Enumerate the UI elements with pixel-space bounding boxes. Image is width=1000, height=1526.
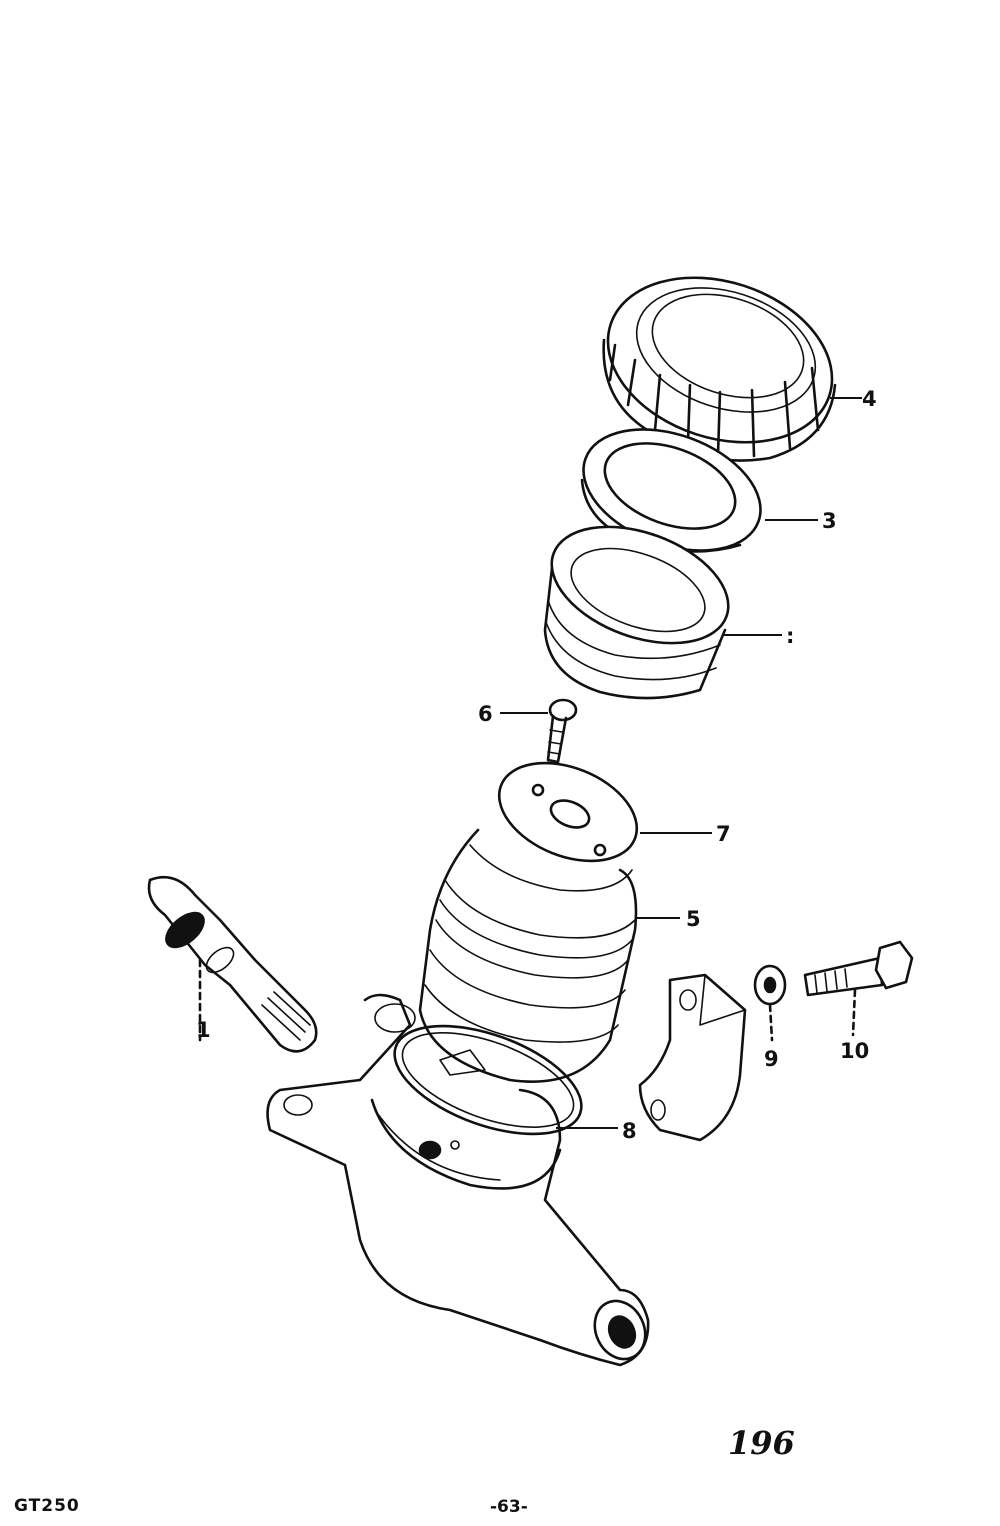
part-5-reservoir-body xyxy=(418,828,638,1083)
callout-6: 6 xyxy=(478,702,493,726)
handlebar-clamp xyxy=(638,973,747,1142)
part-8-o-ring xyxy=(393,1024,583,1136)
page-number: -63- xyxy=(490,1497,528,1517)
callout-10: 10 xyxy=(840,1039,869,1063)
callout-5: 5 xyxy=(686,907,701,931)
part-1-piston-assembly xyxy=(147,875,318,1053)
part-9-washer xyxy=(753,964,787,1042)
callout-3: 3 xyxy=(822,509,837,533)
callout-4: 4 xyxy=(862,387,877,411)
part-7-plate xyxy=(497,761,639,863)
callout-1: 1 xyxy=(196,1018,211,1042)
master-cylinder-housing xyxy=(266,993,650,1367)
callout-7: 7 xyxy=(716,822,731,846)
page-reference-number: 196 xyxy=(728,1424,795,1462)
part-3-ring xyxy=(580,428,762,553)
callout-9: 9 xyxy=(764,1047,779,1071)
callout-2: : xyxy=(786,624,794,648)
callout-8: 8 xyxy=(622,1119,637,1143)
part-10-bolt xyxy=(803,940,914,1037)
model-code: GT250 xyxy=(14,1496,80,1516)
part-2-diaphragm xyxy=(543,525,730,700)
